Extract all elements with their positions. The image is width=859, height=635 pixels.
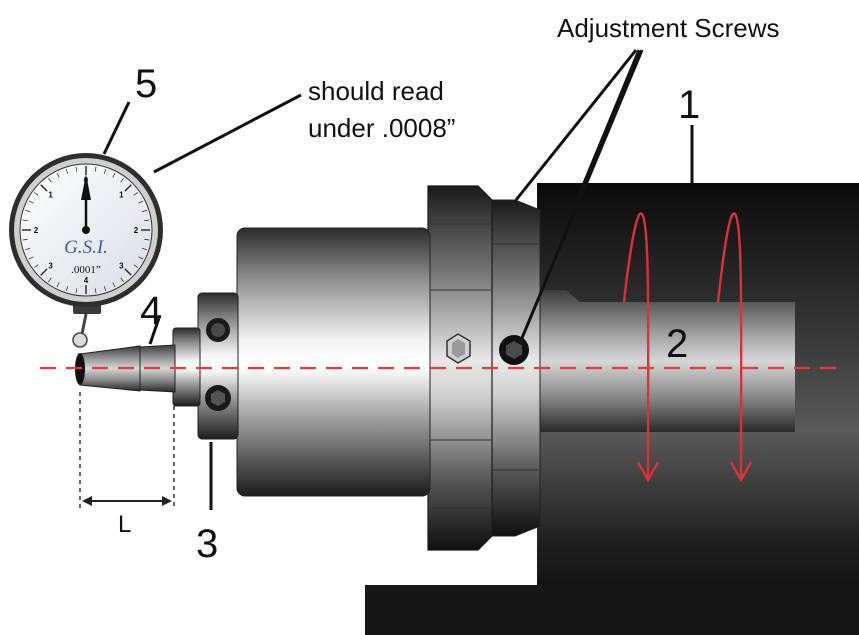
label-number-1: 1 [678,83,700,127]
dial-tick [133,192,138,196]
dial-tick [56,172,60,178]
tool-holder-taper [537,290,795,432]
dial-tick [138,256,144,260]
dial-tick [25,247,30,251]
dial-tick [124,184,132,192]
dial-tick [34,264,39,268]
hex-socket-screw-icon [206,318,230,342]
dial-numeral: 2 [134,226,139,235]
leader-lines [102,49,694,510]
hex-socket-screw-icon [205,385,231,411]
dial-tick [138,200,144,204]
dial-tick [94,288,97,294]
dial-tick [34,192,39,196]
dial-tick [144,219,150,222]
dial-tick [133,264,138,268]
dial-tick [56,282,60,288]
label-note-line1: should read [308,76,444,106]
dial-tick [142,209,147,213]
dial-numeral: 3 [48,261,53,270]
dial-tick [144,238,150,241]
dial-numeral: 1 [119,191,124,200]
label-number-2: 2 [666,322,688,366]
dial-tick [75,166,78,172]
label-note-line2: under .0008” [308,113,455,143]
dial-tick [40,184,48,192]
adapter-body [197,292,239,440]
length-dimension [79,392,175,508]
label-number-5: 5 [135,62,157,106]
dial-tick [103,169,107,174]
rotation-arrow-icon [716,212,753,483]
tool-body [236,227,431,497]
dial-tick [40,268,48,276]
dial-resolution: .0001” [71,264,101,276]
label-number-4: 4 [140,289,162,333]
dial-tick [124,268,132,276]
label-number-3: 3 [196,522,218,566]
label-adjustment-screws: Adjustment Screws [557,13,780,43]
dial-tick [120,178,124,183]
dial-tick [48,277,52,282]
dial-tick [28,200,34,204]
dial-tick [112,282,116,288]
dial-numeral: 2 [34,226,39,235]
dial-numeral: 4 [84,276,89,285]
dial-tick [142,247,147,251]
dial-tick [65,286,69,291]
dial-indicator: 01234321 G.S.I. .0001” [9,153,163,348]
dial-tick [22,219,28,222]
dial-tick [75,288,78,294]
dial-tick [25,209,30,213]
dial-tick [120,277,124,282]
label-length: L [118,511,131,538]
dial-tick [48,178,52,183]
dial-tick [28,256,34,260]
dial-numeral: 1 [48,191,53,200]
hex-socket-screw-icon [499,335,529,365]
test-bar [75,344,176,393]
dial-tick [112,172,116,178]
rotation-arrow-icon [622,212,660,483]
dial-tick [65,169,69,174]
dial-brand: G.S.I. [64,237,108,258]
dial-tick [103,286,107,291]
dial-tick [94,166,97,172]
hex-nut-icon [446,333,471,364]
dial-numeral: 3 [119,261,124,270]
dial-tick [22,238,28,241]
